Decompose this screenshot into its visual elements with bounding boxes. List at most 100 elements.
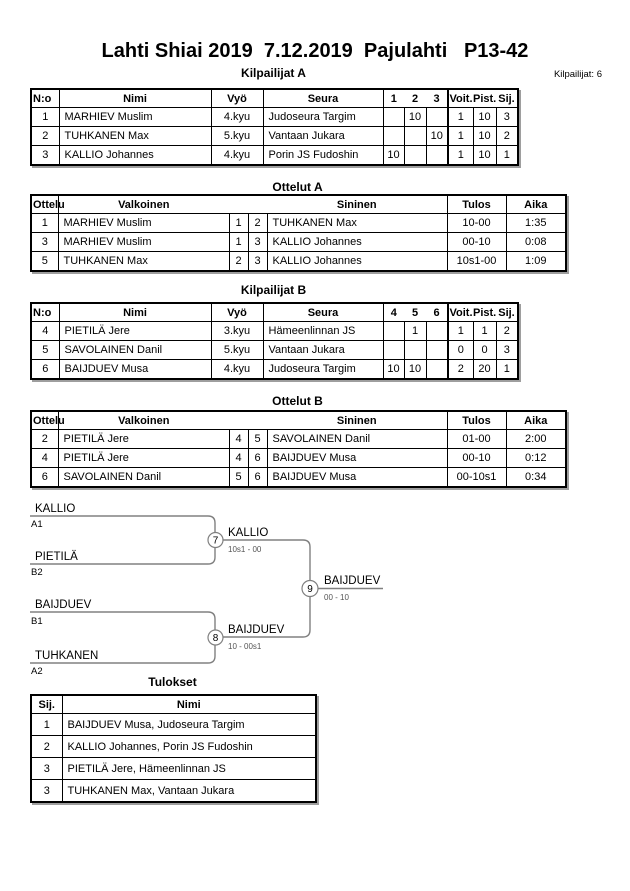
table-row: 6 SAVOLAINEN Danil 5 6 BAIJDUEV Musa 00-… [31, 467, 566, 487]
white-competitor: TUHKANEN Max [57, 251, 229, 271]
table-row: 1 MARHIEV Muslim 4.kyu Judoseura Targim … [31, 107, 518, 127]
competitor-name: BAIJDUEV Musa [58, 359, 211, 379]
time-cell: 0:12 [505, 448, 566, 468]
match-score-cell [425, 145, 448, 165]
competitor-name: KALLIO Johannes [58, 145, 211, 165]
competitor-number: 1 [31, 107, 59, 127]
competitor-name: TUHKANEN Max [58, 126, 211, 146]
match-score-cell: 1 [403, 321, 426, 341]
time-cell: 1:35 [505, 213, 566, 233]
header-row: Sij. Nimi [31, 695, 316, 714]
match-number: 4 [31, 448, 58, 468]
col-header-pist: Pist. [473, 89, 496, 108]
match-score-cell [403, 145, 426, 165]
competitor-number: 5 [31, 340, 59, 360]
competitor-name: MARHIEV Muslim [58, 107, 211, 127]
table-row: 1 BAIJDUEV Musa, Judoseura Targim [31, 713, 316, 736]
competitor-belt: 5.kyu [210, 340, 263, 360]
final-winner: BAIJDUEV [324, 575, 381, 587]
result-name-cell: BAIJDUEV Musa, Judoseura Targim [61, 713, 316, 736]
header-row: N:o Nimi Vyö Seura 4 5 6 Voit. Pist. Sij… [31, 303, 518, 322]
match-score-cell: 10 [403, 107, 426, 127]
table-row: 4 PIETILÄ Jere 3.kyu Hämeenlinnan JS 1 1… [31, 321, 518, 341]
white-competitor: PIETILÄ Jere [57, 429, 229, 449]
competitors-count: Kilpailijat: 6 [553, 69, 602, 80]
placement-cell: 3 [31, 757, 62, 780]
table-row: 5 SAVOLAINEN Danil 5.kyu Vantaan Jukara … [31, 340, 518, 360]
bracket-entry-seed: B1 [31, 616, 43, 627]
table-row: 2 TUHKANEN Max 5.kyu Vantaan Jukara 10 1… [31, 126, 518, 146]
match-node-circle [301, 579, 319, 598]
match-node-number: 7 [213, 536, 219, 547]
white-number: 4 [228, 429, 248, 449]
match-node-circle [207, 629, 224, 646]
white-competitor: SAVOLAINEN Danil [57, 467, 229, 487]
points-cell: 10 [472, 145, 496, 165]
match-node-circle [207, 531, 224, 549]
blue-competitor: KALLIO Johannes [266, 232, 447, 252]
match-number: 2 [31, 429, 58, 449]
kilpailijat-b-table: N:o Nimi Vyö Seura 4 5 6 Voit. Pist. Sij… [30, 302, 519, 380]
page-title: Lahti Shiai 2019 7.12.2019 Pajulahti P13… [101, 40, 529, 62]
blue-number: 2 [247, 213, 267, 233]
competitor-club: Porin JS Fudoshin [262, 145, 383, 165]
result-cell: 10-00 [446, 213, 506, 233]
competitor-belt: 4.kyu [210, 359, 263, 379]
points-cell: 0 [472, 340, 496, 360]
col-header-no: N:o [31, 303, 59, 322]
match-score-cell: 10 [382, 145, 404, 165]
col-header-sij: Sij. [31, 695, 62, 714]
ottelut-a-caption: Ottelut A [272, 180, 323, 194]
competitor-club: Vantaan Jukara [262, 340, 383, 360]
match-score-cell [425, 359, 448, 379]
placement-cell: 2 [495, 126, 518, 146]
match-score-cell [425, 321, 448, 341]
blue-competitor: BAIJDUEV Musa [266, 448, 447, 468]
white-number: 4 [228, 448, 248, 468]
competitor-number: 4 [31, 321, 59, 341]
col-header-valkoinen: Valkoinen [57, 411, 229, 430]
match-number: 1 [31, 213, 58, 233]
bracket-entry-seed: B2 [31, 567, 43, 578]
header-row: Ottelu Valkoinen Sininen Tulos Aika [31, 195, 566, 214]
result-name-cell: PIETILÄ Jere, Hämeenlinnan JS [61, 757, 316, 780]
points-cell: 10 [472, 126, 496, 146]
table-row: 2 KALLIO Johannes, Porin JS Fudoshin [31, 735, 316, 758]
match-score-cell [382, 340, 404, 360]
result-cell: 00-10s1 [446, 467, 506, 487]
final-score: 00 - 10 [324, 593, 349, 602]
bracket-entry-seed: A1 [31, 519, 43, 530]
competitor-number: 2 [31, 126, 59, 146]
match-score-cell [382, 321, 404, 341]
result-cell: 01-00 [446, 429, 506, 449]
result-name-cell: TUHKANEN Max, Vantaan Jukara [61, 779, 316, 802]
result-name-cell: KALLIO Johannes, Porin JS Fudoshin [61, 735, 316, 758]
placement-cell: 2 [31, 735, 62, 758]
table-row: 3 KALLIO Johannes 4.kyu Porin JS Fudoshi… [31, 145, 518, 165]
blue-number: 6 [247, 448, 267, 468]
points-cell: 10 [472, 107, 496, 127]
white-competitor: PIETILÄ Jere [57, 448, 229, 468]
bracket-entry-name: KALLIO [35, 503, 75, 515]
time-cell: 1:09 [505, 251, 566, 271]
semifinal1-score: 10s1 - 00 [228, 545, 262, 554]
competitor-number: 6 [31, 359, 59, 379]
placement-cell: 1 [31, 713, 62, 736]
semifinal2-score: 10 - 00s1 [228, 642, 262, 651]
match-node-number: 9 [307, 584, 313, 595]
match-score-cell [425, 107, 448, 127]
competitor-belt: 3.kyu [210, 321, 263, 341]
table-row: 3 MARHIEV Muslim 1 3 KALLIO Johannes 00-… [31, 232, 566, 252]
col-header-ottelu: Ottelu [31, 411, 65, 430]
table-row: 5 TUHKANEN Max 2 3 KALLIO Johannes 10s1-… [31, 251, 566, 271]
blue-competitor: KALLIO Johannes [266, 251, 447, 271]
competitor-name: SAVOLAINEN Danil [58, 340, 211, 360]
blue-number: 3 [247, 232, 267, 252]
ottelut-a-table: Ottelu Valkoinen Sininen Tulos Aika 1 MA… [30, 194, 567, 272]
wins-cell: 2 [447, 359, 473, 379]
blue-number: 3 [247, 251, 267, 271]
blue-competitor: BAIJDUEV Musa [266, 467, 447, 487]
wins-cell: 0 [447, 340, 473, 360]
competitor-club: Hämeenlinnan JS [262, 321, 383, 341]
